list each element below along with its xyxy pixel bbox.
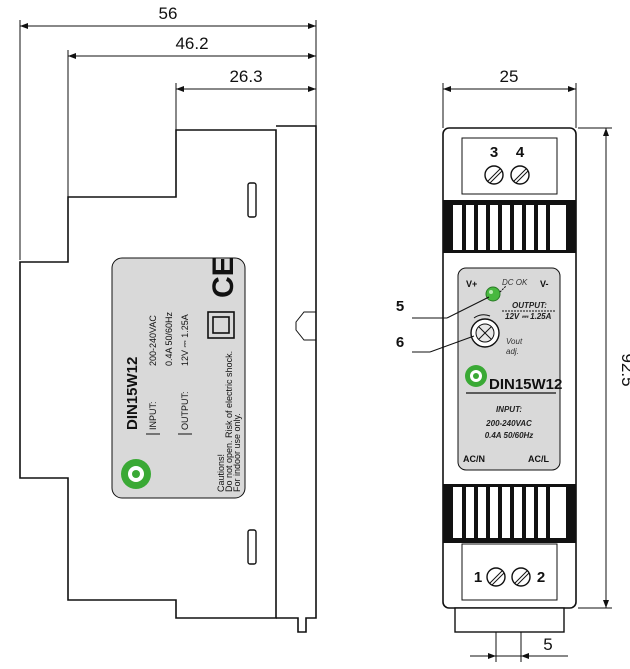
terminal-screw-2[interactable] [511, 567, 531, 587]
dimension-label-26-3: 26.3 [229, 67, 262, 86]
side-input-label: INPUT: [148, 401, 158, 430]
front-output-label: OUTPUT: [512, 301, 547, 310]
dimension-label-46-2: 46.2 [175, 34, 208, 53]
side-output-value: 12V ⎓ 1.25A [180, 314, 190, 366]
callout-label-5: 5 [396, 298, 404, 315]
front-dc-ok: DC OK [502, 278, 528, 287]
dc-ok-led-icon [485, 286, 501, 302]
terminal-label-1: 1 [474, 569, 482, 586]
terminal-label-2: 2 [537, 569, 545, 586]
front-brand: DIN15W12 [489, 376, 562, 393]
terminal-screw-3[interactable] [484, 165, 504, 185]
bottom-terminal-block [461, 543, 558, 601]
callout-5: 5 [396, 296, 490, 319]
front-ac-l: AC/L [528, 454, 549, 464]
terminal-label-3: 3 [490, 144, 498, 161]
callout-6: 6 [396, 334, 475, 353]
front-input-value-1: 200-240VAC [485, 419, 532, 428]
ce-mark: CE [207, 256, 240, 298]
side-view: DIN15W12 INPUT: 200-240VAC 0.4A 50/60Hz … [19, 125, 317, 633]
dimension-front-width: 25 [442, 67, 577, 128]
side-caution-title: Cautions! [216, 454, 226, 492]
front-adj: adj. [506, 347, 519, 356]
dimension-width-mid: 46.2 [67, 34, 316, 200]
bottom-din-tab [454, 607, 565, 633]
side-output-label: OUTPUT: [180, 391, 190, 430]
terminal-screw-1[interactable] [486, 567, 506, 587]
vout-adjust-knob[interactable] [470, 318, 500, 348]
terminal-label-4: 4 [516, 144, 525, 161]
dimension-label-92-5: 92.5 [618, 353, 630, 386]
side-caution-line-2: For indoor use only. [232, 413, 242, 492]
side-label-plate [111, 257, 246, 499]
front-input-value-2: 0.4A 50/60Hz [485, 431, 534, 440]
dimension-label-56: 56 [159, 4, 178, 23]
dimension-height: 92.5 [578, 127, 630, 609]
side-view-front-shell [276, 125, 317, 633]
callout-label-6: 6 [396, 334, 404, 351]
side-brand: DIN15W12 [124, 357, 141, 430]
front-output-value: 12V ⎓ 1.25A [505, 312, 552, 321]
side-vent-bottom [247, 529, 257, 565]
din-clip-notch [295, 311, 316, 341]
front-v-plus: V+ [466, 279, 477, 289]
front-logo-icon [465, 365, 487, 387]
front-view: 3 4 1 2 V+ V- DC OK OUTPUT: 12V ⎓ 1.25A [442, 127, 577, 633]
dimension-width-front: 26.3 [175, 67, 316, 132]
front-input-label: INPUT: [496, 405, 522, 414]
terminal-screw-4[interactable] [510, 165, 530, 185]
front-v-minus: V- [540, 279, 549, 289]
front-vout: Vout [506, 337, 523, 346]
dimension-label-25: 25 [500, 67, 519, 86]
bottom-vent-fins [443, 484, 576, 543]
side-input-value-1: 200-240VAC [148, 315, 158, 366]
dimension-label-5: 5 [543, 635, 552, 654]
side-vent-top [247, 182, 257, 218]
front-ac-n: AC/N [463, 454, 485, 464]
top-vent-fins [443, 200, 576, 253]
side-logo-icon [121, 459, 151, 489]
class-ii-icon [207, 311, 235, 339]
side-caution-line-1: Do not open. Risk of electric shock. [224, 351, 234, 492]
top-terminal-block [461, 137, 558, 195]
dimension-width-total: 56 [19, 4, 317, 260]
side-input-value-2: 0.4A 50/60Hz [164, 311, 174, 366]
